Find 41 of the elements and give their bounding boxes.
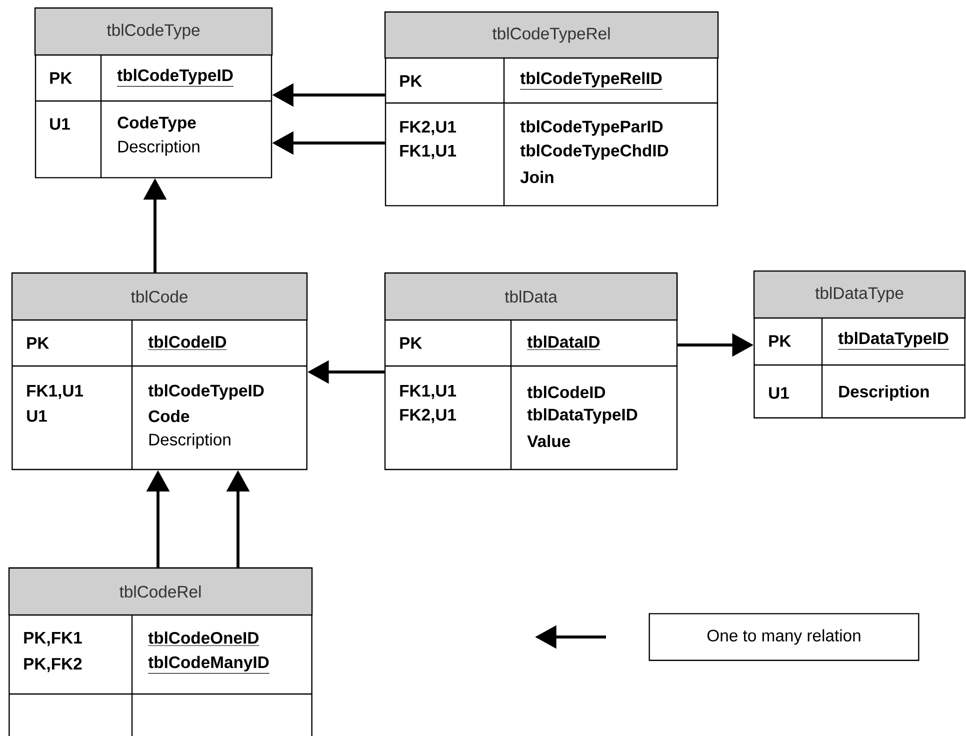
field-name: tblCodeManyID	[148, 656, 270, 674]
table-header: tblCodeRel	[8, 567, 313, 616]
key-label: FK1,U1	[400, 145, 456, 160]
key-label: FK2,U1	[400, 408, 456, 424]
field-name: tblCodeTypeChdID	[520, 144, 668, 160]
key-label: PK,FK2	[24, 658, 82, 672]
field-name: tblDataTypeID	[527, 408, 638, 424]
legend-box: One to many relation	[648, 613, 920, 661]
field-name: tblDataID	[526, 336, 600, 350]
field-name: Description	[118, 140, 200, 156]
key-label: PK	[400, 337, 422, 349]
field-name: tblCodeID	[527, 386, 606, 398]
key-label: FK2,U1	[400, 120, 456, 136]
table-header: tblData	[384, 272, 678, 321]
field-name: Value	[527, 434, 570, 448]
key-label: FK1,U1	[27, 385, 84, 400]
field-name: tblCodeID	[148, 336, 228, 350]
table-header: tblCodeType	[34, 7, 273, 56]
field-name: Description	[149, 433, 230, 449]
field-name: Join	[520, 170, 554, 184]
field-name: tblDataTypeID	[838, 332, 950, 350]
table-header: tblDataType	[753, 270, 966, 319]
key-label: PK	[400, 75, 422, 87]
key-label: PK	[769, 335, 792, 347]
key-label: U1	[27, 410, 47, 422]
key-label: U1	[50, 118, 70, 130]
key-label: PK	[50, 72, 72, 84]
key-label: PK	[27, 337, 50, 349]
key-label: FK1,U1	[400, 385, 456, 400]
field-name: tblCodeTypeID	[148, 384, 264, 400]
field-name: Code	[148, 410, 190, 422]
field-name: tblCodeOneID	[148, 632, 260, 646]
table-header: tblCode	[11, 272, 308, 321]
key-label: U1	[769, 387, 789, 399]
field-name: tblCodeTypeParID	[520, 120, 663, 136]
field-name: CodeType	[118, 116, 196, 132]
field-name: tblCodeTypeRelID	[520, 72, 663, 90]
field-name: Description	[839, 385, 929, 401]
key-label: PK,FK1	[24, 632, 82, 646]
field-name: tblCodeTypeID	[116, 68, 234, 87]
table-header: tblCodeTypeRel	[384, 11, 719, 59]
